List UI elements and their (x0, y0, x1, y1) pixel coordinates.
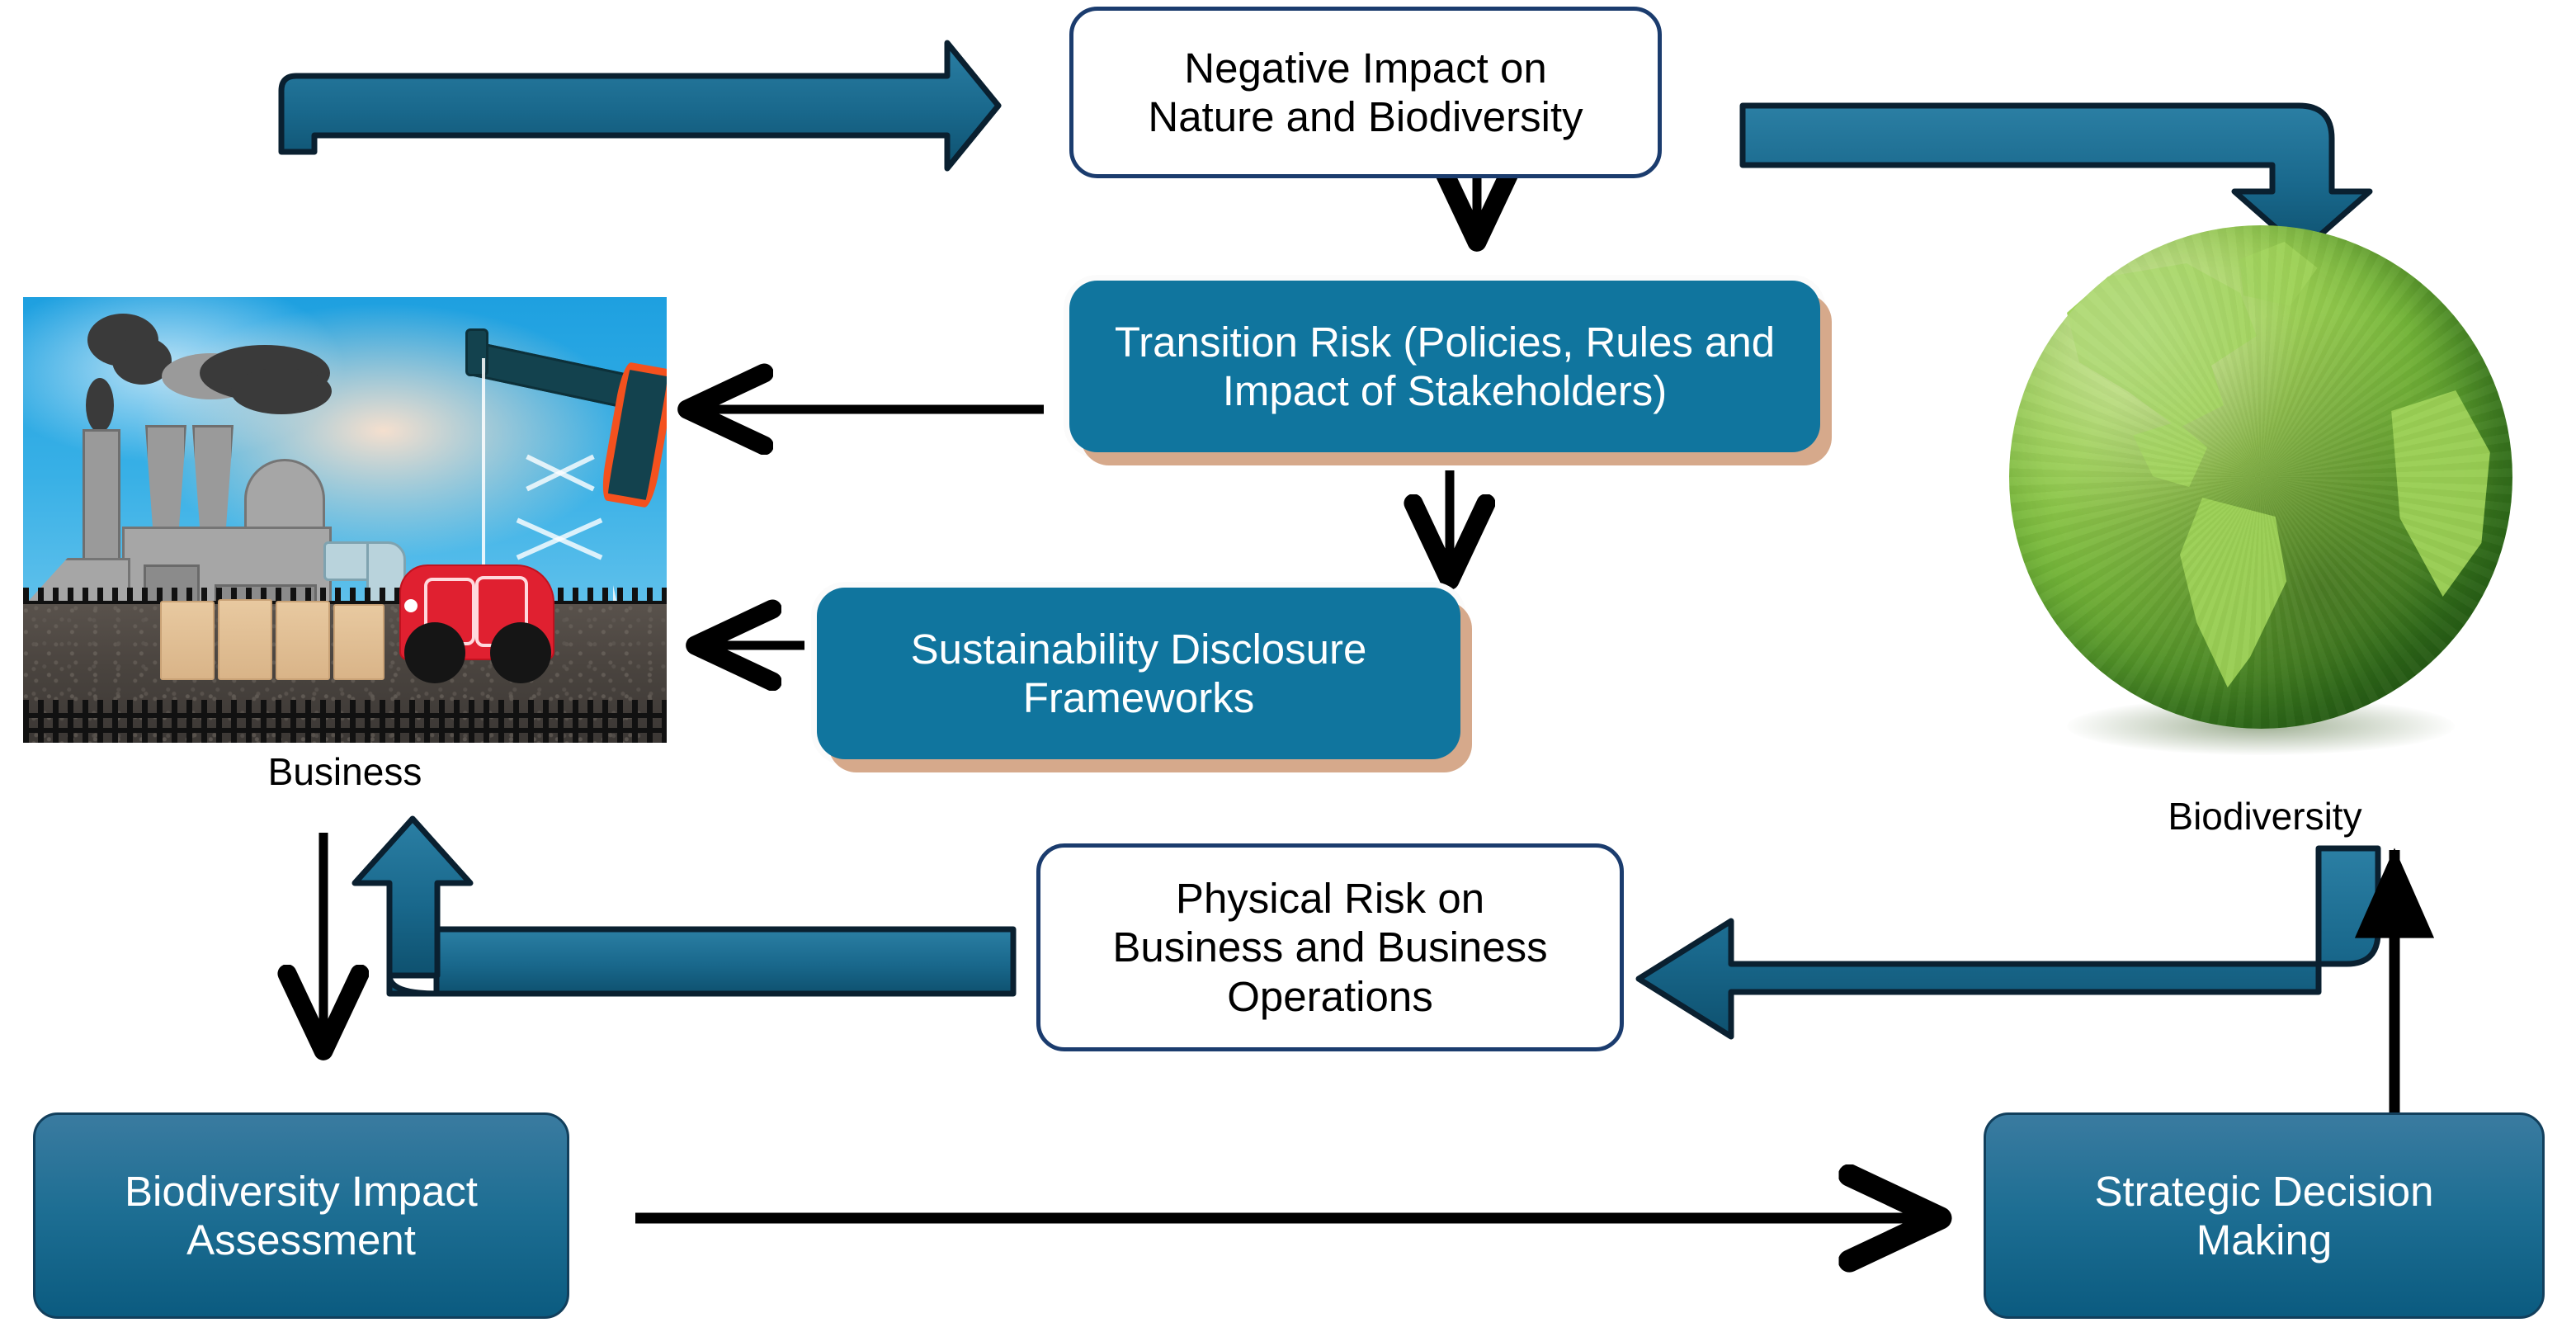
smoke-plume-dark-center-2 (231, 368, 332, 414)
node-disclosure-frameworks-label: Sustainability Disclosure Frameworks (910, 625, 1367, 721)
connector-physical-risk-to-business (351, 815, 1017, 997)
node-biodiversity-impact-assessment[interactable]: Biodiversity Impact Assessment (33, 1112, 569, 1319)
node-negative-impact[interactable]: Negative Impact on Nature and Biodiversi… (1069, 7, 1662, 178)
node-physical-risk[interactable]: Physical Risk on Business and Business O… (1036, 843, 1624, 1051)
toy-car-wheel-rear (490, 622, 551, 683)
connector-business-to-negative-impact (278, 40, 1002, 172)
smoke-plume-tail-left (86, 378, 114, 432)
business-image (23, 297, 667, 743)
globe-sphere (2009, 225, 2512, 729)
fence-lower (23, 700, 667, 743)
wooden-block-2 (218, 599, 272, 680)
landmass-south-america (2180, 498, 2287, 687)
landmass-north-america (2067, 263, 2257, 428)
node-strategic-decision-making[interactable]: Strategic Decision Making (1984, 1112, 2545, 1319)
node-transition-risk-label: Transition Risk (Policies, Rules and Imp… (1114, 318, 1776, 414)
landmass-central-america (2133, 422, 2208, 488)
connector-biodiversity-to-physical-risk (1635, 845, 2381, 1040)
landmass-greenland (2239, 242, 2318, 306)
business-image-caption: Business (267, 750, 422, 793)
smokestack-tall (83, 429, 120, 574)
biodiversity-image-caption: Biodiversity (2168, 795, 2362, 838)
oil-pump-cable (482, 358, 485, 564)
node-strategic-decision-making-label: Strategic Decision Making (2094, 1167, 2434, 1264)
node-physical-risk-label: Physical Risk on Business and Business O… (1112, 875, 1548, 1020)
node-negative-impact-label: Negative Impact on Nature and Biodiversi… (1148, 44, 1583, 140)
wooden-block-4 (333, 604, 385, 680)
biodiversity-image (1976, 210, 2554, 788)
toy-car-wheel-front (404, 622, 465, 683)
toy-car-headlight (404, 599, 418, 612)
node-transition-risk[interactable]: Transition Risk (Policies, Rules and Imp… (1069, 281, 1820, 452)
wooden-block-3 (276, 601, 330, 680)
wooden-block-1 (160, 601, 215, 680)
node-disclosure-frameworks[interactable]: Sustainability Disclosure Frameworks (817, 588, 1460, 759)
landmass-africa-europe-edge (2391, 390, 2490, 597)
node-biodiversity-impact-assessment-label: Biodiversity Impact Assessment (125, 1167, 478, 1264)
